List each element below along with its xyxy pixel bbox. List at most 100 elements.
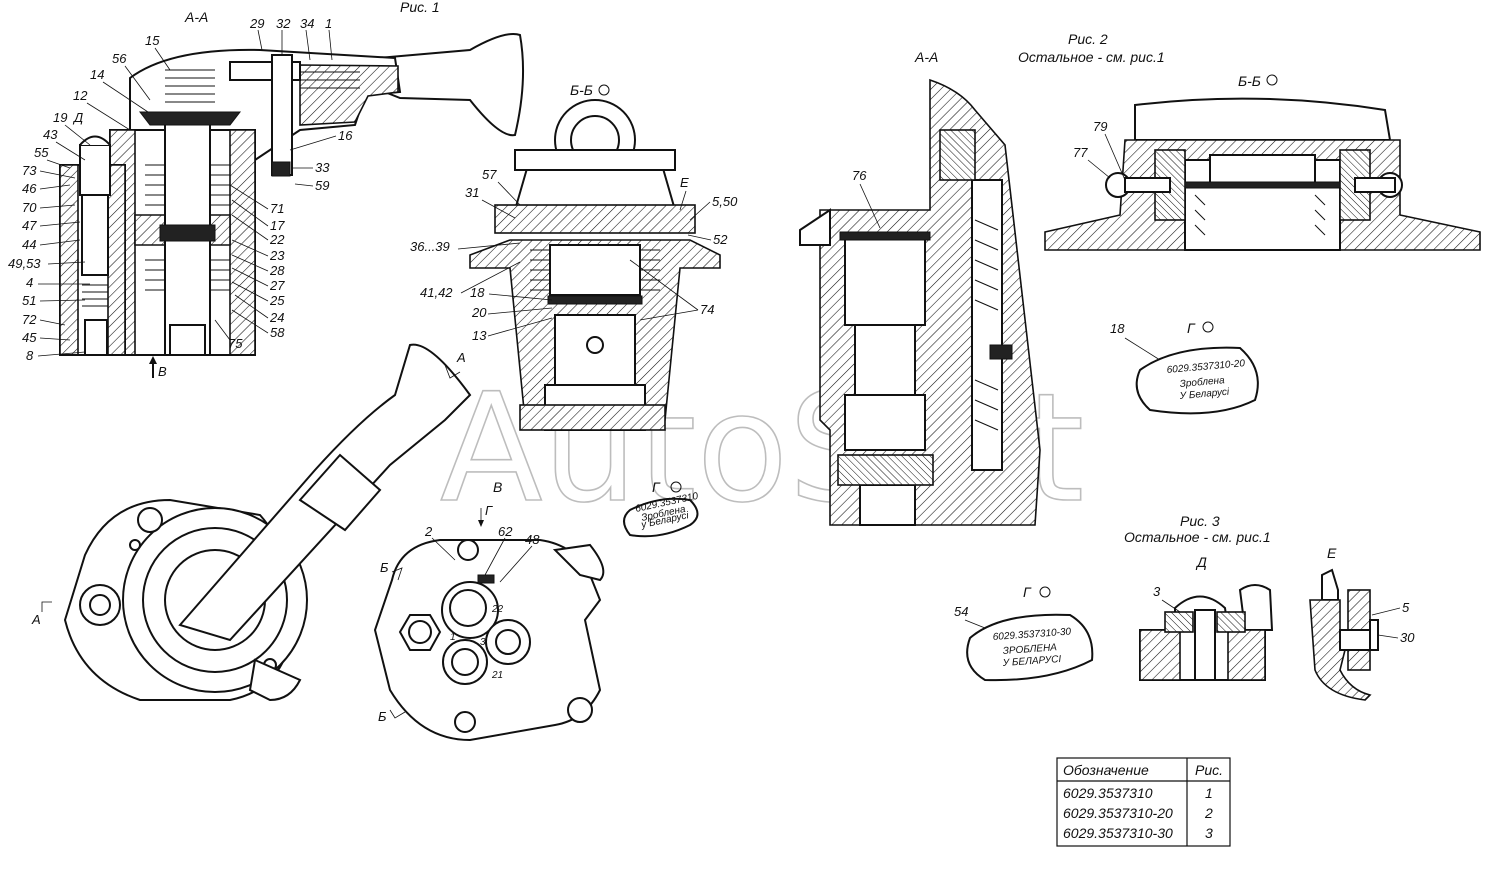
table-cell: 6029.3537310 <box>1063 785 1153 801</box>
label: 15 <box>145 33 160 48</box>
fig3-view-d-drawing <box>1139 584 1274 681</box>
view-circle-icon <box>670 481 682 493</box>
fig2-view-g: Г <box>1187 320 1196 336</box>
label: 55 <box>34 145 49 160</box>
svg-text:А: А <box>456 350 466 365</box>
svg-text:77: 77 <box>1073 145 1088 160</box>
svg-text:20: 20 <box>471 305 487 320</box>
label: 59 <box>315 178 329 193</box>
svg-text:22: 22 <box>491 604 504 615</box>
svg-text:5,50: 5,50 <box>712 194 738 209</box>
label: 8 <box>26 348 34 363</box>
label: 73 <box>22 163 37 178</box>
fig1-top-labels: 29 32 34 1 <box>249 16 333 61</box>
arrow-view-v: В <box>149 356 167 379</box>
bb-title: Б-Б <box>570 82 593 98</box>
svg-text:18: 18 <box>470 285 485 300</box>
table-cell: 6029.3537310-30 <box>1063 825 1173 841</box>
view-v-labels: 2 62 48 22 1 3 21 Б Б Г <box>378 503 540 724</box>
section-bb <box>469 99 721 431</box>
label: 33 <box>315 160 330 175</box>
label: 58 <box>270 325 285 340</box>
svg-text:У БЕЛАРУСІ: У БЕЛАРУСІ <box>1001 654 1061 669</box>
svg-text:36...39: 36...39 <box>410 239 450 254</box>
view-v-title: В <box>493 479 502 495</box>
svg-text:Б: Б <box>378 709 387 724</box>
label: 24 <box>269 310 284 325</box>
label: 34 <box>300 16 314 31</box>
plate-fig2: 6029.3537310-20 Зроблена У Беларусі <box>1135 346 1259 415</box>
designation-table: Обозначение Рис. 6029.3537310 1 6029.353… <box>1056 757 1231 847</box>
label: 3 <box>1153 584 1161 599</box>
label: 70 <box>22 200 37 215</box>
table-cell: 1 <box>1205 785 1213 801</box>
fig1-section-label: А-А <box>184 9 208 25</box>
fig3-view-e-drawing <box>1309 568 1379 701</box>
label: 1 <box>325 16 332 31</box>
label: 49,53 <box>8 256 41 271</box>
label: 29 <box>249 16 264 31</box>
table-header-designation: Обозначение <box>1063 762 1149 778</box>
label: 18 <box>1110 321 1125 336</box>
label: 12 <box>73 88 88 103</box>
fig2-labels: 76 <box>852 168 881 229</box>
view-circle-icon <box>1202 321 1214 333</box>
label: 25 <box>269 293 285 308</box>
label: 30 <box>1400 630 1415 645</box>
label: 51 <box>22 293 36 308</box>
fig2-caption: Рис. 2 <box>1068 31 1108 47</box>
svg-text:41,42: 41,42 <box>420 285 453 300</box>
view-circle-icon <box>598 84 610 96</box>
label: 5 <box>1402 600 1410 615</box>
label: 54 <box>954 604 968 619</box>
svg-text:13: 13 <box>472 328 487 343</box>
fig1-caption: Рис. 1 <box>400 0 440 15</box>
fig3-view-d: Д <box>1195 554 1207 570</box>
svg-text:62: 62 <box>498 524 513 539</box>
fig1-right-labels: 16 33 59 71 17 22 23 28 27 25 24 58 75 <box>214 128 353 351</box>
svg-text:31: 31 <box>465 185 479 200</box>
svg-text:76: 76 <box>852 168 867 183</box>
fig3-view-g: Г <box>1023 584 1032 600</box>
label: Д <box>72 110 83 125</box>
bb-labels: 57 31 Е 5,50 52 36...39 41,42 18 20 13 7… <box>410 167 738 343</box>
view-circle-icon <box>1039 586 1051 598</box>
label: 22 <box>269 232 285 247</box>
label: 19 <box>53 110 67 125</box>
table-header-figure: Рис. <box>1195 762 1223 778</box>
label: 75 <box>228 336 243 351</box>
label: 16 <box>338 128 353 143</box>
label: 72 <box>22 312 37 327</box>
fig3-caption: Рис. 3 <box>1180 513 1220 529</box>
label: 27 <box>269 278 285 293</box>
label: 47 <box>22 218 37 233</box>
label: 45 <box>22 330 37 345</box>
svg-text:У Беларусі: У Беларусі <box>1178 387 1230 402</box>
svg-text:ЗРОБЛЕНА: ЗРОБЛЕНА <box>1002 642 1057 657</box>
fig1-left-labels: 15 56 14 12 19 Д 43 55 73 46 70 47 44 49… <box>8 33 171 363</box>
fig2-section-aa-drawing <box>799 78 1041 526</box>
plate-small: 6029.3537310 Зроблена у Беларусі <box>623 491 700 538</box>
label: 44 <box>22 237 36 252</box>
svg-text:3: 3 <box>480 637 486 648</box>
svg-text:57: 57 <box>482 167 497 182</box>
table-cell: 3 <box>1205 825 1213 841</box>
label: 43 <box>43 127 58 142</box>
label: 71 <box>270 201 284 216</box>
svg-text:А: А <box>31 612 41 627</box>
fig3-view-e: Е <box>1327 545 1337 561</box>
svg-text:6029.3537310-30: 6029.3537310-30 <box>992 627 1071 643</box>
label: 23 <box>269 248 285 263</box>
svg-text:Е: Е <box>680 175 689 190</box>
label: 4 <box>26 275 33 290</box>
svg-text:2: 2 <box>424 524 433 539</box>
svg-text:79: 79 <box>1093 119 1107 134</box>
view-g-title: Г <box>652 479 661 495</box>
fig2-note: Остальное - см. рис.1 <box>1018 49 1165 65</box>
fig3-note: Остальное - см. рис.1 <box>1124 529 1271 545</box>
label: 17 <box>270 218 285 233</box>
table-cell: 2 <box>1204 805 1213 821</box>
svg-text:Б: Б <box>380 560 389 575</box>
view-circle-icon <box>1266 74 1278 86</box>
